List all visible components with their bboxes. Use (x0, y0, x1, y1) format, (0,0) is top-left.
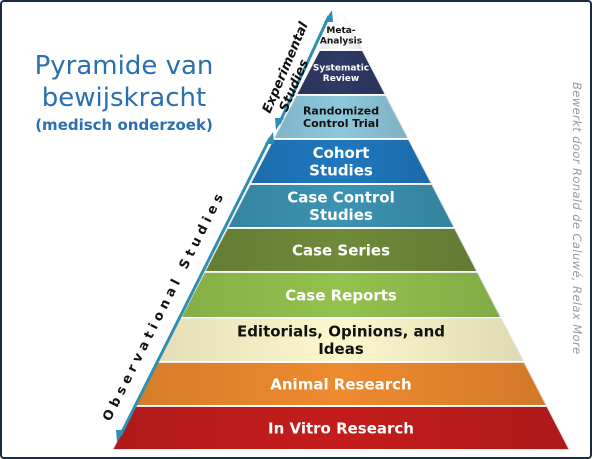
pyramid-level-shade (249, 139, 433, 184)
pyramid-level-label-line: Studies (309, 206, 373, 224)
pyramid-level-label-line: Animal Research (270, 375, 411, 393)
pyramid-level-label-line: Case Control (287, 189, 394, 207)
pyramid-level-shade (157, 318, 525, 362)
pyramid-level-label-line: In Vitro Research (268, 419, 414, 437)
arrow-head-top-icon (265, 132, 274, 144)
arrow-head-bottom-icon (116, 430, 125, 442)
title-line-2: bewijskracht (41, 83, 207, 113)
arrow-head-bottom-icon (275, 118, 284, 130)
pyramid-level-shade (112, 406, 570, 450)
pyramid-level-label-line: Case Reports (285, 286, 397, 304)
pyramid-level-label-line: Ideas (318, 340, 364, 358)
pyramid-level-label: Case Series (292, 241, 390, 259)
pyramid-level-shade (273, 95, 409, 139)
credit-text: Bewerkt door Ronald de Caluwé, Relax Mor… (570, 82, 584, 355)
pyramid-level-shade (204, 228, 478, 272)
pyramid-level-label-line: Editorials, Opinions, and (237, 323, 445, 341)
pyramid-level-label: Case Reports (285, 286, 397, 304)
figure-title: Pyramide van bewijskracht (medisch onder… (8, 50, 240, 136)
pyramid-level-label: Animal Research (270, 375, 411, 393)
pyramid-level-label-line: Control Trial (303, 117, 379, 130)
pyramid-level-label-line: Studies (309, 161, 373, 179)
pyramid-level-shade (295, 50, 387, 95)
pyramid-level-label-line: Randomized (303, 105, 379, 118)
pyramid-level-label-line: Case Series (292, 241, 390, 259)
pyramid-level-shade (319, 8, 363, 50)
pyramid-level-label-line: Meta- (326, 26, 355, 36)
pyramid-level-label-line: Systematic (313, 63, 369, 73)
title-subtitle: (medisch onderzoek) (35, 116, 213, 134)
pyramid-level-label: In Vitro Research (268, 419, 414, 437)
observational-arrow (116, 132, 274, 442)
experimental-arrow (275, 10, 333, 130)
title-line-1: Pyramide van (34, 51, 214, 81)
pyramid-level-label-line: Cohort (313, 144, 370, 162)
pyramid-level-label: Meta-Analysis (320, 26, 362, 46)
pyramid-level-label-line: Review (323, 74, 359, 84)
pyramid-level-label-line: Analysis (320, 36, 362, 46)
arrow-head-top-icon (324, 10, 333, 22)
pyramid-level-shade (180, 272, 502, 318)
pyramid-level-shade (227, 184, 455, 228)
pyramid-level-shade (134, 362, 548, 406)
